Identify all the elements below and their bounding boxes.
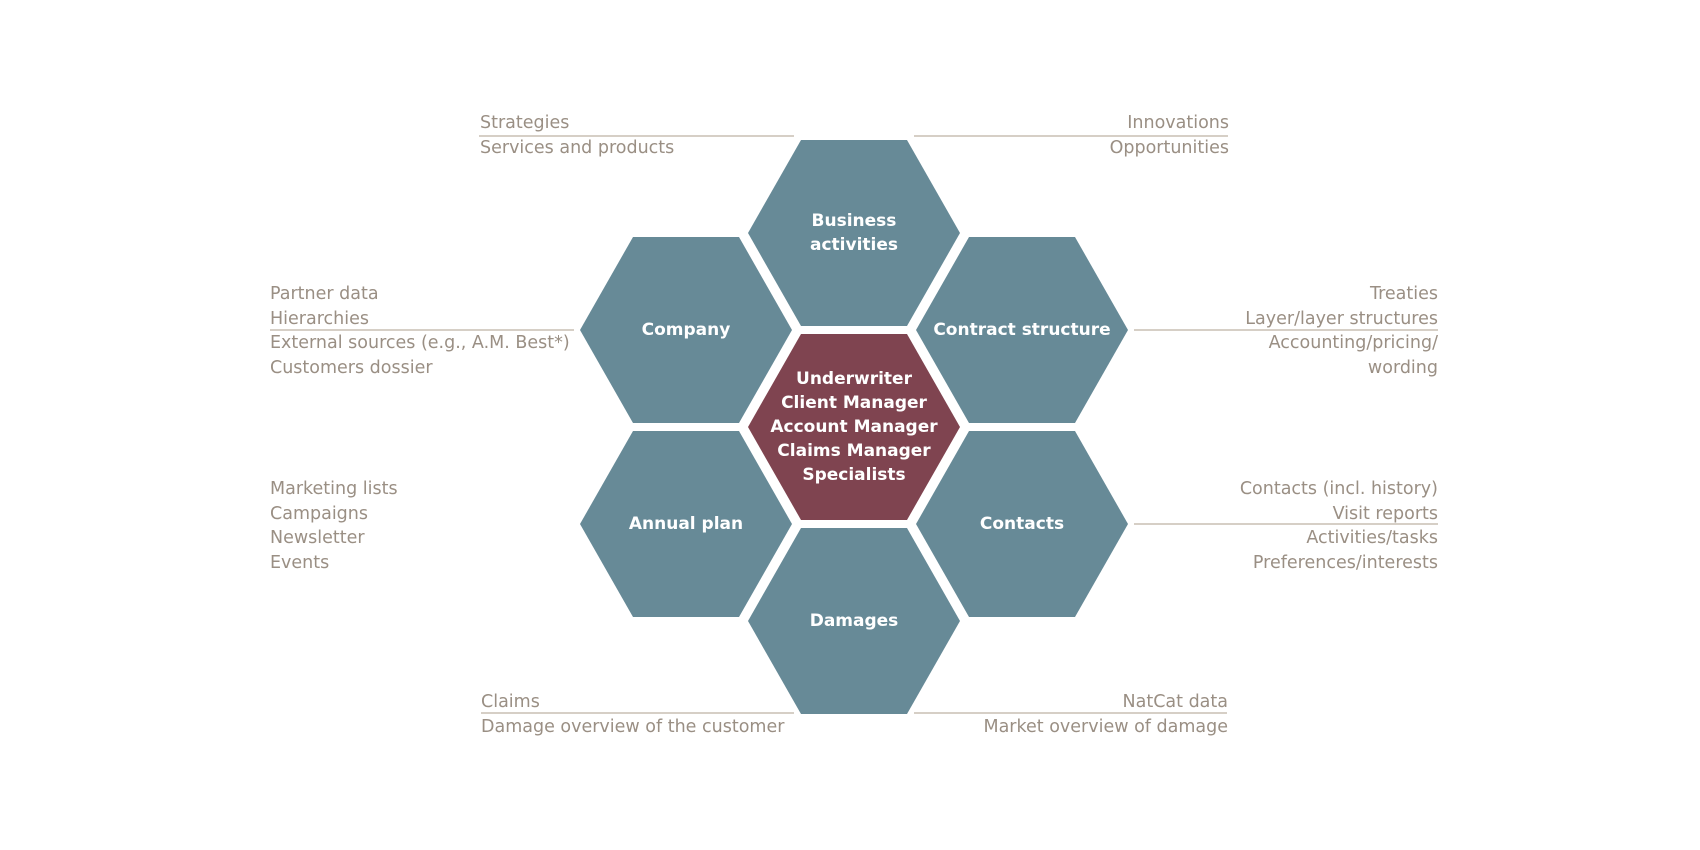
note-line: Visit reports	[1332, 503, 1438, 524]
center-roles-label: Underwriter Client Manager Account Manag…	[749, 366, 959, 488]
note-line: Strategies	[480, 113, 570, 133]
note-line: Contacts (incl. history)	[1239, 479, 1438, 499]
note-line: Marketing lists	[270, 479, 398, 499]
hexagon-contacts	[916, 431, 1128, 617]
note-bottom-right: NatCat data Market overview of damage	[983, 690, 1228, 739]
note-top-right: Innovations Opportunities	[1110, 111, 1229, 160]
hexagon-label-damages: Damages	[809, 611, 899, 631]
note-line: Preferences/interests	[1252, 552, 1438, 573]
note-line: Damage overview of the customer	[481, 716, 785, 737]
note-lower-left: Marketing lists Campaigns Newsletter Eve…	[270, 477, 398, 575]
hexagon-company	[580, 237, 792, 423]
hexagon-label-business-activities: Business activities	[809, 211, 898, 255]
note-line: Layer/layer structures	[1245, 308, 1438, 329]
hexagon-damages	[748, 528, 960, 714]
hexagon-label-contacts: Contacts	[979, 514, 1065, 534]
note-line: Treaties	[1369, 284, 1438, 304]
note-line: Partner data	[270, 284, 379, 304]
note-line: Opportunities	[1109, 137, 1229, 158]
note-line: Customers dossier	[270, 357, 433, 378]
hexagon-business-activities	[748, 140, 960, 326]
note-line: Claims	[481, 692, 540, 712]
hexagon-label-company: Company	[641, 320, 731, 340]
note-line: Market overview of damage	[983, 716, 1228, 737]
note-line: Campaigns	[270, 503, 369, 524]
role-line: Account Manager	[770, 417, 938, 437]
note-line: Services and products	[480, 137, 675, 158]
role-line: Specialists	[802, 465, 906, 485]
note-top-left: Strategies Services and products	[480, 111, 674, 160]
note-line: Activities/tasks	[1306, 528, 1438, 548]
note-line: Newsletter	[270, 528, 365, 548]
note-mid-left: Partner data Hierarchies External source…	[270, 282, 570, 380]
hexagon-annual-plan	[580, 431, 792, 617]
note-line: External sources (e.g., A.M. Best*)	[270, 333, 570, 353]
role-line: Client Manager	[781, 393, 927, 413]
note-bottom-left: Claims Damage overview of the customer	[481, 690, 784, 739]
note-line: NatCat data	[1122, 692, 1228, 712]
note-line: wording	[1367, 357, 1438, 378]
role-line: Claims Manager	[777, 441, 931, 461]
hexagon-label-contract-structure: Contract structure	[933, 320, 1111, 340]
note-line: Innovations	[1127, 113, 1229, 133]
note-mid-right: Treaties Layer/layer structures Accounti…	[1245, 282, 1438, 380]
note-line: Events	[270, 552, 330, 573]
note-line: Accounting/pricing/	[1268, 333, 1438, 353]
role-line: Underwriter	[796, 369, 912, 389]
hexagon-contract-structure	[916, 237, 1128, 423]
hexagon-center-roles	[748, 334, 960, 520]
hexagon-label-annual-plan: Annual plan	[628, 514, 744, 534]
note-lower-right: Contacts (incl. history) Visit reports A…	[1240, 477, 1438, 575]
note-line: Hierarchies	[270, 308, 369, 329]
